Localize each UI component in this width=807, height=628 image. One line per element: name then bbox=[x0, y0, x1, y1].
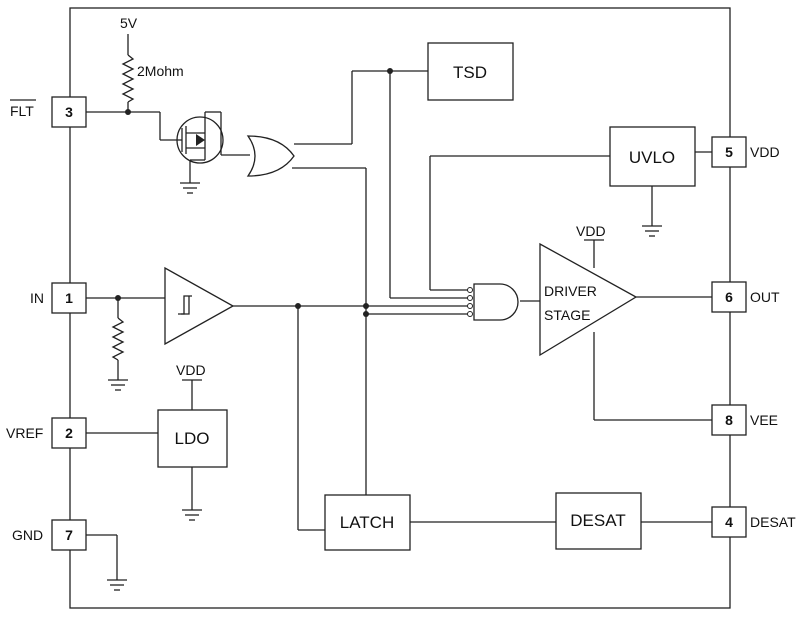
pin-7-label: GND bbox=[12, 527, 43, 543]
schmitt-trigger-buffer bbox=[164, 266, 235, 346]
pin-4-number: 4 bbox=[725, 514, 733, 530]
ldo-label: LDO bbox=[175, 429, 210, 448]
supply-5v-label: 5V bbox=[120, 15, 138, 31]
driver-stage: DRIVER STAGE bbox=[539, 242, 638, 357]
pin-3: 3 FLT bbox=[10, 96, 87, 128]
pin-2-number: 2 bbox=[65, 425, 73, 441]
pin-6-label: OUT bbox=[750, 289, 780, 305]
pin-1-label: IN bbox=[30, 290, 44, 306]
or-gate bbox=[246, 135, 295, 177]
driver-stage-label-line1: DRIVER bbox=[544, 283, 597, 299]
wires bbox=[86, 34, 712, 591]
driver-vdd-label: VDD bbox=[576, 223, 606, 239]
latch-block: LATCH bbox=[324, 494, 411, 551]
pin-8: 8 VEE bbox=[711, 404, 778, 436]
latch-label: LATCH bbox=[340, 513, 394, 532]
driver-stage-label-line2: STAGE bbox=[544, 307, 590, 323]
pin-3-number: 3 bbox=[65, 104, 73, 120]
junction-dots bbox=[115, 68, 393, 317]
pin-7: 7 GND bbox=[12, 519, 87, 551]
ldo-vdd-label: VDD bbox=[176, 362, 206, 378]
pin-4: 4 DESAT bbox=[711, 506, 796, 538]
pin-1: 1 IN bbox=[30, 282, 87, 314]
pullup-resistor-label: 2Mohm bbox=[137, 63, 184, 79]
desat-label: DESAT bbox=[570, 511, 625, 530]
pin-6: 6 OUT bbox=[711, 281, 780, 313]
ldo-block: LDO bbox=[157, 409, 228, 468]
pin-7-number: 7 bbox=[65, 527, 73, 543]
pin-1-number: 1 bbox=[65, 290, 73, 306]
pin-3-label: FLT bbox=[10, 103, 34, 119]
pin-6-number: 6 bbox=[725, 289, 733, 305]
pin-8-number: 8 bbox=[725, 412, 733, 428]
pin-8-label: VEE bbox=[750, 412, 778, 428]
uvlo-block: UVLO bbox=[609, 126, 696, 187]
desat-block: DESAT bbox=[555, 492, 642, 550]
pin-2: 2 VREF bbox=[6, 417, 87, 449]
and-gate-input-markers bbox=[467, 287, 473, 317]
uvlo-label: UVLO bbox=[629, 148, 675, 167]
pin-4-label: DESAT bbox=[750, 514, 796, 530]
and-gate bbox=[473, 283, 519, 321]
pin-2-label: VREF bbox=[6, 425, 43, 441]
pin-5: 5 VDD bbox=[711, 136, 780, 168]
tsd-block: TSD bbox=[427, 42, 514, 101]
tsd-label: TSD bbox=[453, 63, 487, 82]
pin-5-number: 5 bbox=[725, 144, 733, 160]
pin-5-label: VDD bbox=[750, 144, 780, 160]
